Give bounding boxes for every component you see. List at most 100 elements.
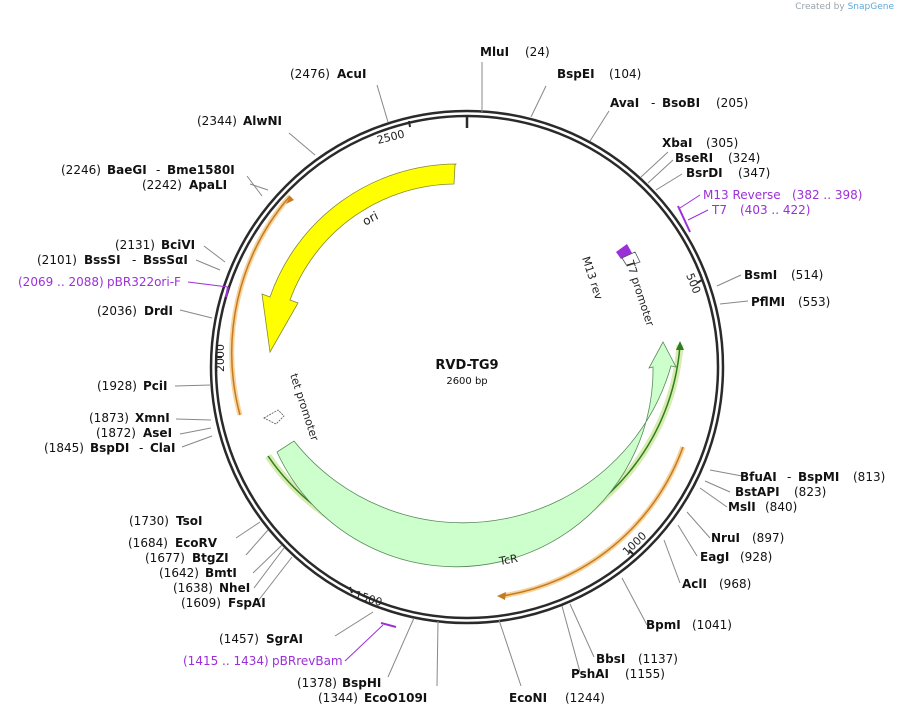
enzyme-name-ecorv[interactable]: EcoRV bbox=[175, 536, 218, 550]
enzyme-pos-bfuai: (813) bbox=[853, 470, 885, 484]
tet-promoter-feature[interactable] bbox=[263, 409, 285, 425]
primer-range-m13-reverse: (382 .. 398) bbox=[792, 188, 862, 202]
enzyme-pos-bsssi: (2101) bbox=[37, 253, 77, 267]
enzyme-pos-acui: (2476) bbox=[290, 67, 330, 81]
enzyme-name-btgzi[interactable]: BtgZI bbox=[192, 551, 229, 565]
enzyme-name-bsssi[interactable]: BssSI bbox=[84, 253, 121, 267]
enzyme-name-bsobi[interactable]: BsoBI bbox=[662, 96, 700, 110]
enzyme-name-pflmi[interactable]: PflMI bbox=[751, 295, 785, 309]
enzyme-name-mlui[interactable]: MluI bbox=[480, 45, 509, 59]
primer-name-m13-reverse[interactable]: M13 Reverse bbox=[703, 188, 781, 202]
enzyme-name-bsrdi[interactable]: BsrDI bbox=[686, 166, 723, 180]
enzyme-name-bseri[interactable]: BseRI bbox=[675, 151, 713, 165]
enzyme-pos-nhei: (1638) bbox=[173, 581, 213, 595]
enzyme-pos-bsrdi: (347) bbox=[738, 166, 770, 180]
enzyme-name-msli[interactable]: MslI bbox=[728, 500, 756, 514]
enzyme-pos-xmni: (1873) bbox=[89, 411, 129, 425]
enzyme-sep-bspdi: - bbox=[139, 441, 143, 455]
enzyme-pos-nrui: (897) bbox=[752, 531, 784, 545]
enzyme-name-xmni[interactable]: XmnI bbox=[135, 411, 170, 425]
enzyme-name-asei[interactable]: AseI bbox=[143, 426, 172, 440]
enzyme-pos-bbsi: (1137) bbox=[638, 652, 678, 666]
enzyme-pos-bpmi: (1041) bbox=[692, 618, 732, 632]
primer-pbrrevbam-mark bbox=[380, 622, 397, 628]
enzyme-name-apali[interactable]: ApaLI bbox=[189, 178, 227, 192]
snapgene-logo: SnapGene bbox=[847, 2, 894, 12]
enzyme-sep-bsssi: - bbox=[132, 253, 136, 267]
plasmid-size: 2600 bp bbox=[446, 376, 487, 387]
enzyme-name-xbai[interactable]: XbaI bbox=[662, 136, 692, 150]
enzyme-pos-bspei: (104) bbox=[609, 67, 641, 81]
enzyme-name-avai[interactable]: AvaI bbox=[610, 96, 639, 110]
enzyme-name-nhei[interactable]: NheI bbox=[219, 581, 250, 595]
enzyme-name-alwni[interactable]: AlwNI bbox=[243, 114, 282, 128]
enzyme-name-bpmi[interactable]: BpmI bbox=[646, 618, 681, 632]
enzyme-pos-sgrai: (1457) bbox=[219, 632, 259, 646]
enzyme-name-bspmi[interactable]: BspMI bbox=[798, 470, 839, 484]
primer-name-pbr322ori-f[interactable]: pBR322ori-F bbox=[107, 275, 181, 289]
ori-feature[interactable] bbox=[261, 163, 457, 354]
enzyme-name-bspdi[interactable]: BspDI bbox=[90, 441, 129, 455]
tcr-label: TcR bbox=[497, 552, 519, 568]
enzyme-name-econi[interactable]: EcoNI bbox=[509, 691, 547, 705]
enzyme-name-bfuai[interactable]: BfuAI bbox=[740, 470, 777, 484]
enzyme-name-acli[interactable]: AclI bbox=[682, 577, 707, 591]
primer-range-pbrrevbam: (1415 .. 1434) bbox=[183, 654, 269, 668]
primer-name-t7[interactable]: T7 bbox=[711, 203, 727, 217]
enzyme-name-baegi[interactable]: BaeGI bbox=[107, 163, 147, 177]
enzyme-name-bstapi[interactable]: BstAPI bbox=[735, 485, 780, 499]
enzyme-pos-pshai: (1155) bbox=[625, 667, 665, 681]
enzyme-name-sgrai[interactable]: SgrAI bbox=[266, 632, 303, 646]
enzyme-name-bsssai[interactable]: BssSαI bbox=[143, 253, 188, 267]
enzyme-pos-ecorv: (1684) bbox=[128, 536, 168, 550]
primer-labels: M13 Reverse (382 .. 398) T7 (403 .. 422)… bbox=[18, 188, 862, 668]
enzyme-name-nrui[interactable]: NruI bbox=[711, 531, 740, 545]
enzyme-sep-bfuai: - bbox=[787, 470, 791, 484]
enzyme-pos-bcivi: (2131) bbox=[115, 238, 155, 252]
ori-label: ori bbox=[360, 209, 381, 229]
primer-range-pbr322ori-f: (2069 .. 2088) bbox=[18, 275, 104, 289]
enzyme-name-ecoo109i[interactable]: EcoO109I bbox=[364, 691, 427, 705]
enzyme-pos-pcii: (1928) bbox=[97, 379, 137, 393]
enzyme-name-acui[interactable]: AcuI bbox=[337, 67, 366, 81]
enzyme-name-pcii[interactable]: PciI bbox=[143, 379, 168, 393]
primer-leader-lines bbox=[187, 194, 709, 662]
enzyme-pos-bsphi: (1378) bbox=[297, 676, 337, 690]
tick-mark-1500 bbox=[349, 586, 353, 594]
tet-promoter-label: tet promoter bbox=[287, 372, 321, 443]
enzyme-leader-lines bbox=[174, 62, 749, 687]
enzyme-name-fspai[interactable]: FspAI bbox=[228, 596, 266, 610]
enzyme-name-bbsi[interactable]: BbsI bbox=[596, 652, 625, 666]
enzyme-name-bme1580i[interactable]: Bme1580I bbox=[167, 163, 235, 177]
tick-mark-500 bbox=[696, 279, 703, 284]
enzyme-name-bsphi[interactable]: BspHI bbox=[342, 676, 381, 690]
enzyme-pos-baegi: (2246) bbox=[61, 163, 101, 177]
enzyme-name-bsmi[interactable]: BsmI bbox=[744, 268, 777, 282]
tick-label-2000: 2000 bbox=[214, 344, 227, 372]
tick-label-1500: 1500 bbox=[353, 588, 384, 609]
enzyme-pos-bseri: (324) bbox=[728, 151, 760, 165]
m13-rev-feature[interactable] bbox=[616, 244, 632, 259]
tcr-feature[interactable] bbox=[276, 341, 677, 568]
plasmid-name: RVD-TG9 bbox=[435, 358, 498, 373]
t7-promoter-feature[interactable] bbox=[621, 251, 641, 267]
enzyme-pos-msli: (840) bbox=[765, 500, 797, 514]
enzyme-pos-xbai: (305) bbox=[706, 136, 738, 150]
enzyme-name-bspei[interactable]: BspEI bbox=[557, 67, 595, 81]
enzyme-pos-eagi: (928) bbox=[740, 550, 772, 564]
enzyme-name-eagi[interactable]: EagI bbox=[700, 550, 729, 564]
enzyme-name-clai[interactable]: ClaI bbox=[150, 441, 175, 455]
t7-promoter-label: T7 promoter bbox=[623, 258, 657, 328]
ori-orange-line bbox=[231, 195, 291, 416]
enzyme-pos-bspdi: (1845) bbox=[44, 441, 84, 455]
enzyme-name-tsoi[interactable]: TsoI bbox=[176, 514, 202, 528]
enzyme-name-bcivi[interactable]: BciVI bbox=[161, 238, 195, 252]
enzyme-name-drdi[interactable]: DrdI bbox=[144, 304, 173, 318]
enzyme-name-bmti[interactable]: BmtI bbox=[205, 566, 237, 580]
enzyme-name-pshai[interactable]: PshAI bbox=[571, 667, 609, 681]
enzyme-pos-drdi: (2036) bbox=[97, 304, 137, 318]
enzyme-pos-mlui: (24) bbox=[525, 45, 550, 59]
primer-name-pbrrevbam[interactable]: pBRrevBam bbox=[272, 654, 343, 668]
promoter-orange-arrowhead bbox=[497, 592, 506, 600]
